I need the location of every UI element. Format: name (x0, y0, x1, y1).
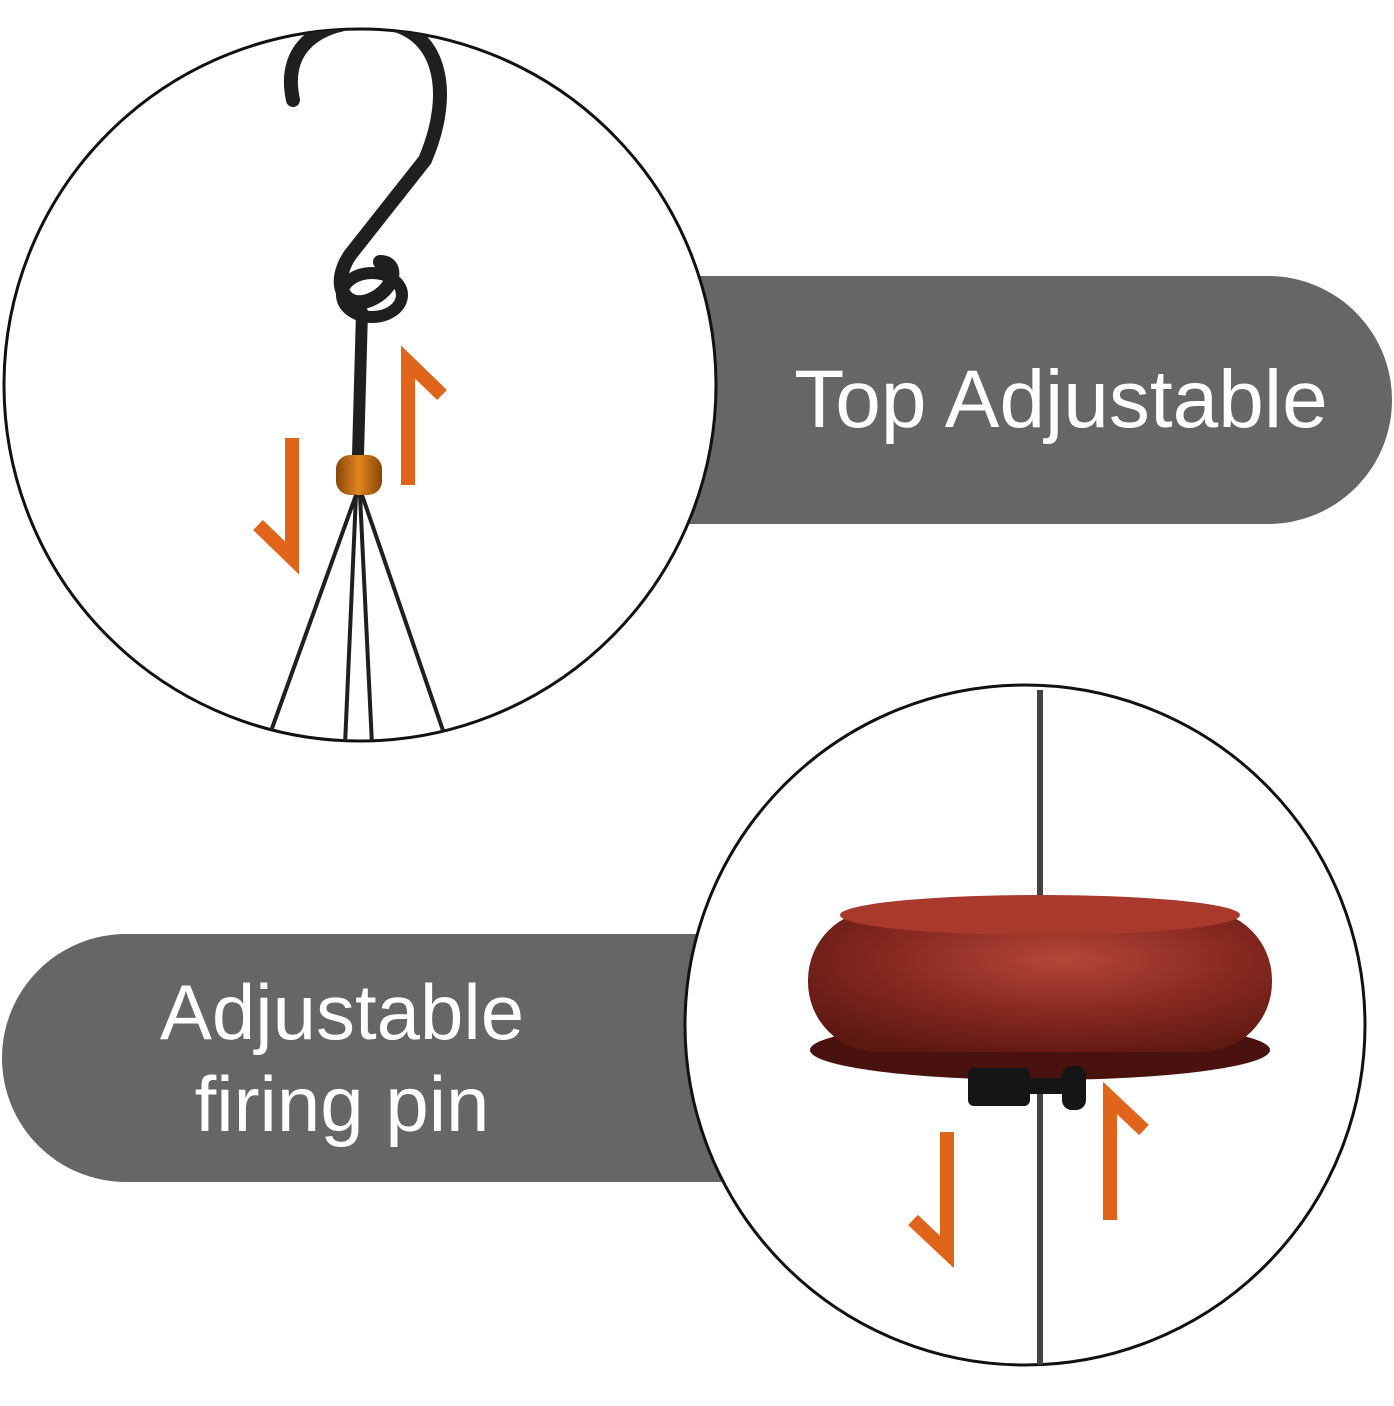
top-adjustable-banner: Top Adjustable (640, 276, 1392, 524)
firing-pin-label-line2: firing pin (194, 1060, 490, 1148)
wooden-disc-icon (808, 895, 1272, 1080)
arrow-down-icon (908, 1132, 954, 1269)
arrow-down-icon (253, 438, 299, 575)
cord-stopper-icon (968, 1066, 1086, 1110)
top-adjustable-label: Top Adjustable (794, 353, 1328, 445)
wooden-bead-icon (336, 455, 382, 495)
s-hook-icon (284, 29, 447, 310)
hook-ring-icon (336, 267, 408, 323)
adjustable-firing-pin-banner: Adjustable firing pin (2, 934, 742, 1182)
top-detail-circle (2, 27, 718, 743)
bottom-detail-circle (683, 683, 1367, 1367)
firing-pin-label-line1: Adjustable (159, 967, 525, 1056)
arrow-up-icon (401, 345, 447, 485)
arrow-up-icon (1103, 1081, 1149, 1220)
